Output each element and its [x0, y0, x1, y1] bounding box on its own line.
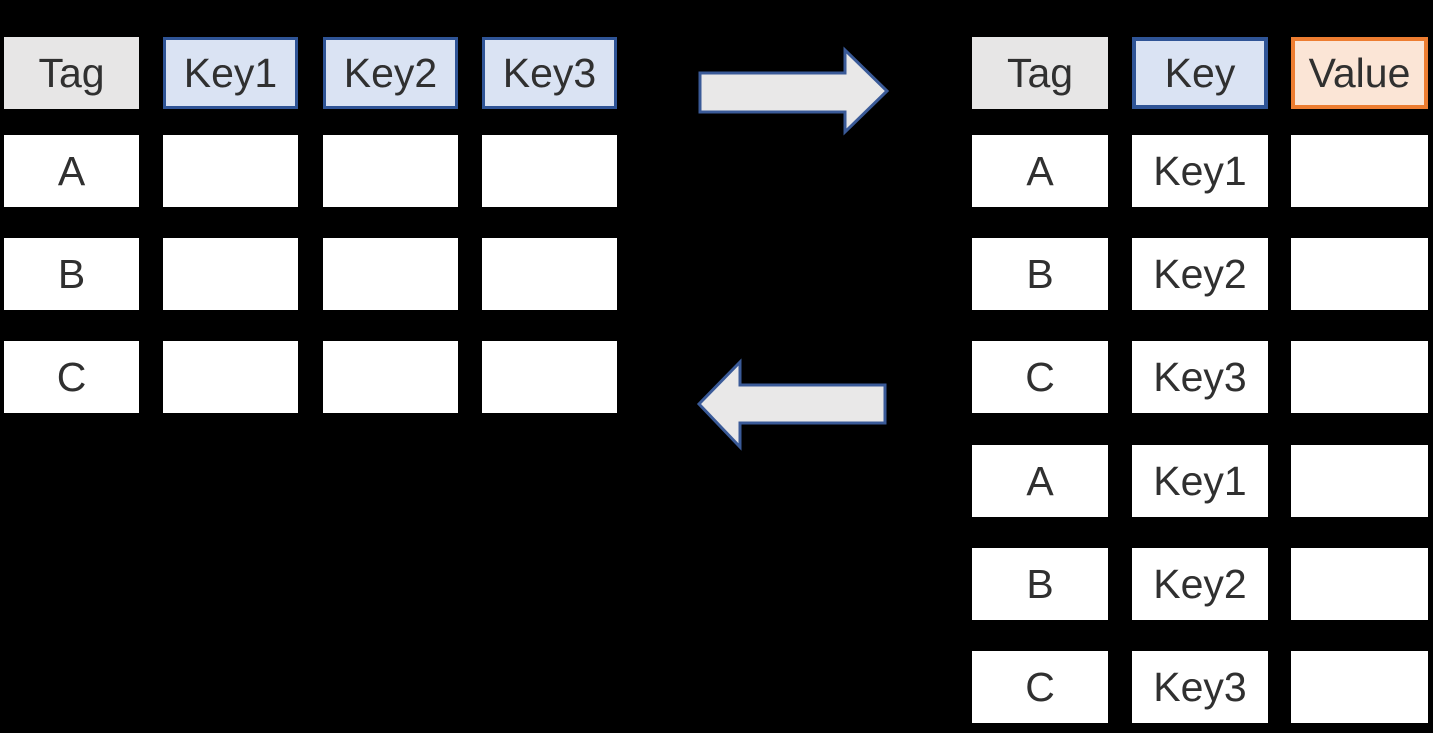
long-table-value-cell	[1291, 651, 1428, 723]
wide-table-header-key1: Key1	[163, 37, 298, 109]
wide-table-value-cell	[482, 238, 617, 310]
long-table-value-cell	[1291, 341, 1428, 413]
long-table-header-tag: Tag	[972, 37, 1108, 109]
long-table-tag-cell: A	[972, 135, 1108, 207]
long-table-key-cell: Key3	[1132, 651, 1268, 723]
long-table-header-key: Key	[1132, 37, 1268, 109]
long-table-header-value: Value	[1291, 37, 1428, 109]
wide-table-value-cell	[323, 135, 458, 207]
wide-table-value-cell	[482, 135, 617, 207]
long-table-key-cell: Key1	[1132, 135, 1268, 207]
wide-table-value-cell	[323, 341, 458, 413]
wide-table-tag-cell: C	[4, 341, 139, 413]
right-arrow-icon	[698, 46, 890, 136]
wide-table-value-cell	[163, 135, 298, 207]
wide-table-value-cell	[482, 341, 617, 413]
wide-table-header-key2: Key2	[323, 37, 458, 109]
long-table-value-cell	[1291, 238, 1428, 310]
long-table-tag-cell: A	[972, 445, 1108, 517]
wide-table-value-cell	[323, 238, 458, 310]
long-table-key-cell: Key2	[1132, 238, 1268, 310]
left-arrow-icon	[696, 358, 887, 451]
long-table-key-cell: Key2	[1132, 548, 1268, 620]
wide-table-header-tag: Tag	[4, 37, 139, 109]
long-table-tag-cell: B	[972, 238, 1108, 310]
wide-table-value-cell	[163, 341, 298, 413]
long-table-value-cell	[1291, 548, 1428, 620]
long-table-value-cell	[1291, 445, 1428, 517]
wide-table-tag-cell: A	[4, 135, 139, 207]
long-table-key-cell: Key3	[1132, 341, 1268, 413]
wide-table-value-cell	[163, 238, 298, 310]
long-table-tag-cell: C	[972, 341, 1108, 413]
long-table-value-cell	[1291, 135, 1428, 207]
long-table-key-cell: Key1	[1132, 445, 1268, 517]
wide-table-tag-cell: B	[4, 238, 139, 310]
long-table-tag-cell: B	[972, 548, 1108, 620]
long-table-tag-cell: C	[972, 651, 1108, 723]
wide-table-header-key3: Key3	[482, 37, 617, 109]
